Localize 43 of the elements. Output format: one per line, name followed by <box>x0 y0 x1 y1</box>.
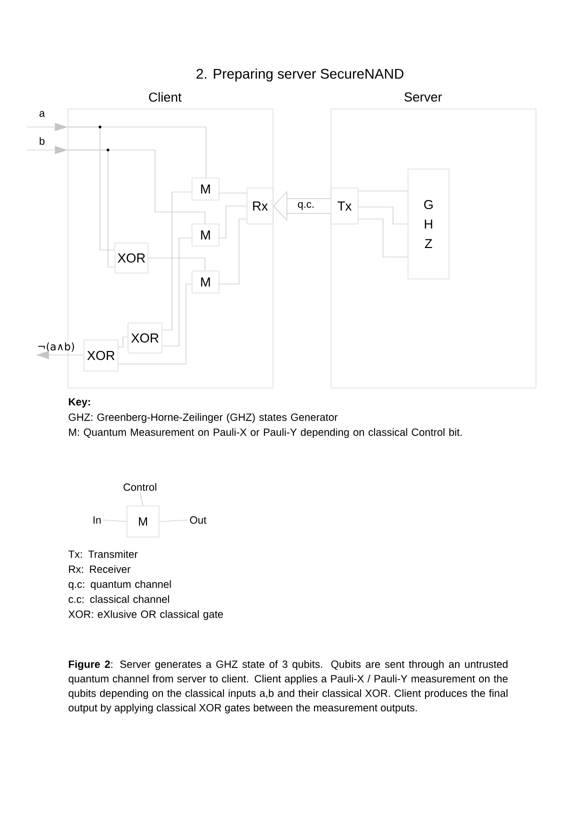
signal-wire <box>68 126 116 250</box>
measurement-box: M <box>192 270 220 294</box>
transmitter-box: Tx <box>330 188 358 224</box>
xor-gate-box: XOR <box>128 322 162 354</box>
signal-wire <box>158 520 189 522</box>
xor-gate-box: XOR <box>84 340 118 372</box>
signal-wire <box>162 192 192 330</box>
key-entry: GHZ: Greenberg-Horne-Zeilinger (GHZ) states Generator <box>68 413 338 423</box>
signal-wire <box>102 520 128 522</box>
measurement-box: M <box>126 506 160 538</box>
caption: Figure 2: Server generates a GHZ state of 3 qubits. Qubits are sent through an untrusted quantum channel from server to client. Client applies a Pauli-X / Pauli-Y measurement on the qubits depending on the classical inputs a,b and their classical XOR. Client produces the final output by applying classical XOR gates between the measurement outputs. <box>68 660 508 714</box>
measurement-box: M <box>192 224 220 246</box>
key-entry: Rx: Receiver <box>69 565 130 573</box>
receiver-box: Rx <box>246 188 274 224</box>
input-label: b <box>40 137 44 145</box>
key-entry: c.c: classical channel <box>68 595 170 603</box>
signal-wire <box>140 492 144 506</box>
output-label: Out <box>190 516 206 524</box>
key-entry: M: Quantum Measurement on Pauli-X or Pauli-Y depending on classical Control bit. <box>69 428 462 438</box>
generator-box: G H Z <box>408 168 450 280</box>
title: 2. Preparing server SecureNAND <box>196 68 404 82</box>
edge-label: q.c. <box>297 202 315 210</box>
key-entry: Tx: Transmiter <box>68 550 138 558</box>
key-heading: Key: <box>68 398 90 408</box>
node-label: Server <box>404 92 442 102</box>
node-label: Client <box>149 92 182 102</box>
signal-wire <box>118 336 128 348</box>
signal-wire <box>118 284 192 364</box>
key-entry: XOR: eXlusive OR classical gate <box>68 610 223 620</box>
input-label: a <box>40 111 45 117</box>
signal-wire <box>68 150 116 268</box>
signal-wire <box>218 206 248 238</box>
input-label: In <box>94 516 101 524</box>
measurement-box: M <box>192 178 220 200</box>
key-entry: q.c: quantum channel <box>68 580 171 590</box>
signal-wire <box>358 206 408 224</box>
control-label: Control <box>124 483 156 491</box>
signal-wire <box>358 218 408 258</box>
signal-wire <box>162 238 192 346</box>
output-label: ¬(a∧b) <box>38 342 74 352</box>
signal-wire <box>218 218 248 284</box>
xor-gate-box: XOR <box>114 242 148 274</box>
signal-wire <box>148 258 206 272</box>
